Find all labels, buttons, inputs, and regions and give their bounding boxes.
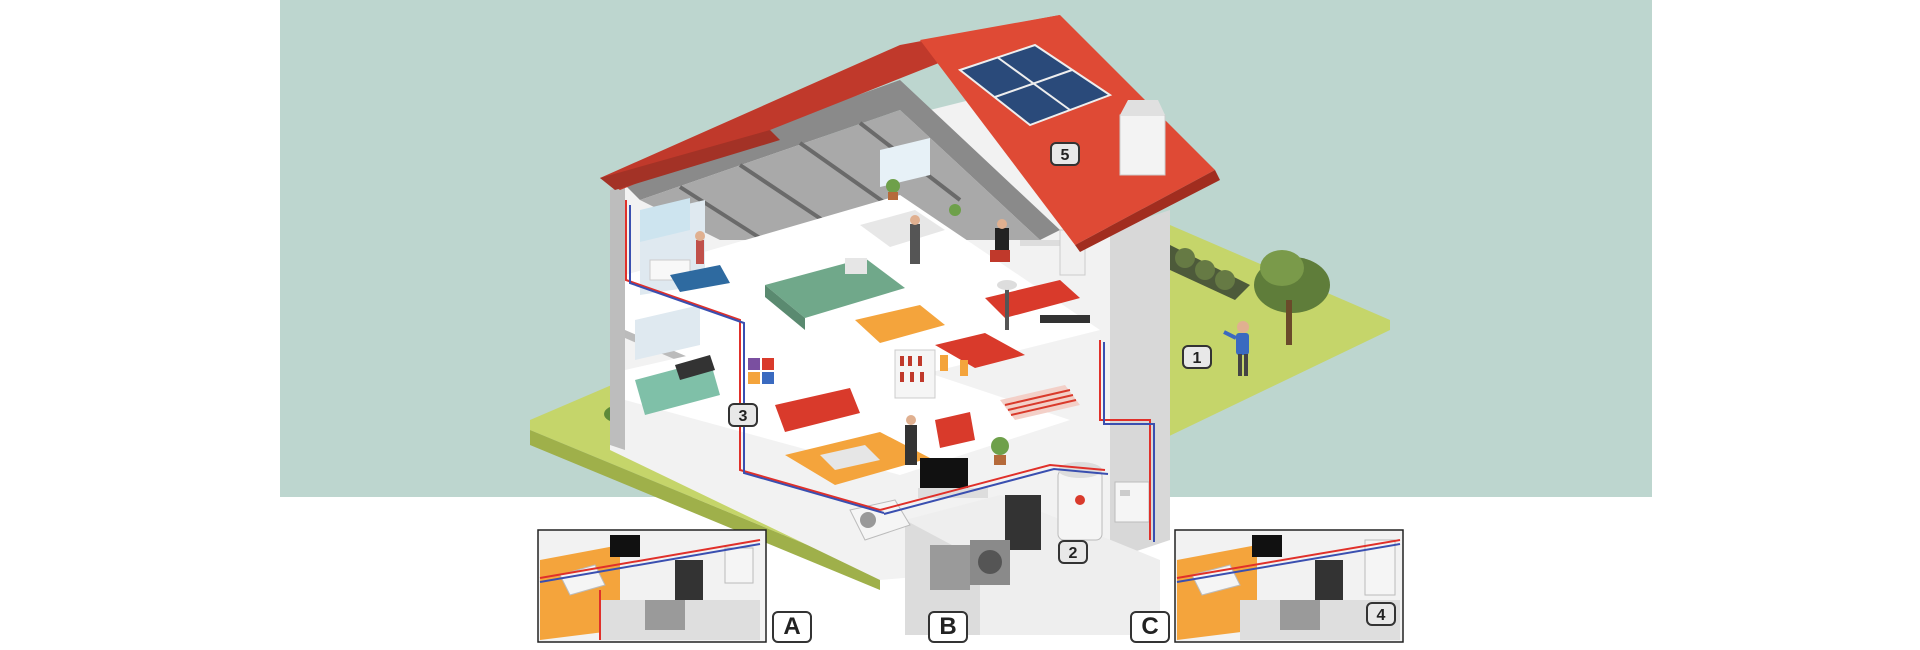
chimney (1119, 100, 1166, 176)
garden (604, 245, 1330, 423)
bedroom (765, 258, 1090, 343)
option-b-label: B (928, 611, 968, 643)
marker-1: 1 (1182, 345, 1212, 369)
heating-pipes (625, 200, 1155, 542)
marker-2: 2 (1058, 540, 1088, 564)
person-outdoor (1223, 321, 1249, 376)
living-room (745, 355, 1080, 498)
dining (894, 333, 1025, 399)
wall-boiler (1114, 481, 1150, 523)
plants (886, 179, 1009, 465)
option-a-label: A (772, 611, 812, 643)
utility-appliances (930, 495, 1041, 590)
detail-panel-a (537, 529, 767, 643)
house-left-wall (610, 185, 625, 450)
marker-4: 4 (1366, 602, 1396, 626)
stairs (860, 138, 945, 264)
option-c-label: C (1130, 611, 1170, 643)
solar-panel (957, 43, 1113, 127)
detail-panel-c (1174, 529, 1404, 643)
kitchen (635, 305, 720, 415)
marker-3: 3 (728, 403, 758, 427)
hot-water-cylinder (1057, 462, 1103, 541)
heat-pump-outdoor-unit (849, 499, 911, 541)
marker-5: 5 (1050, 142, 1080, 166)
